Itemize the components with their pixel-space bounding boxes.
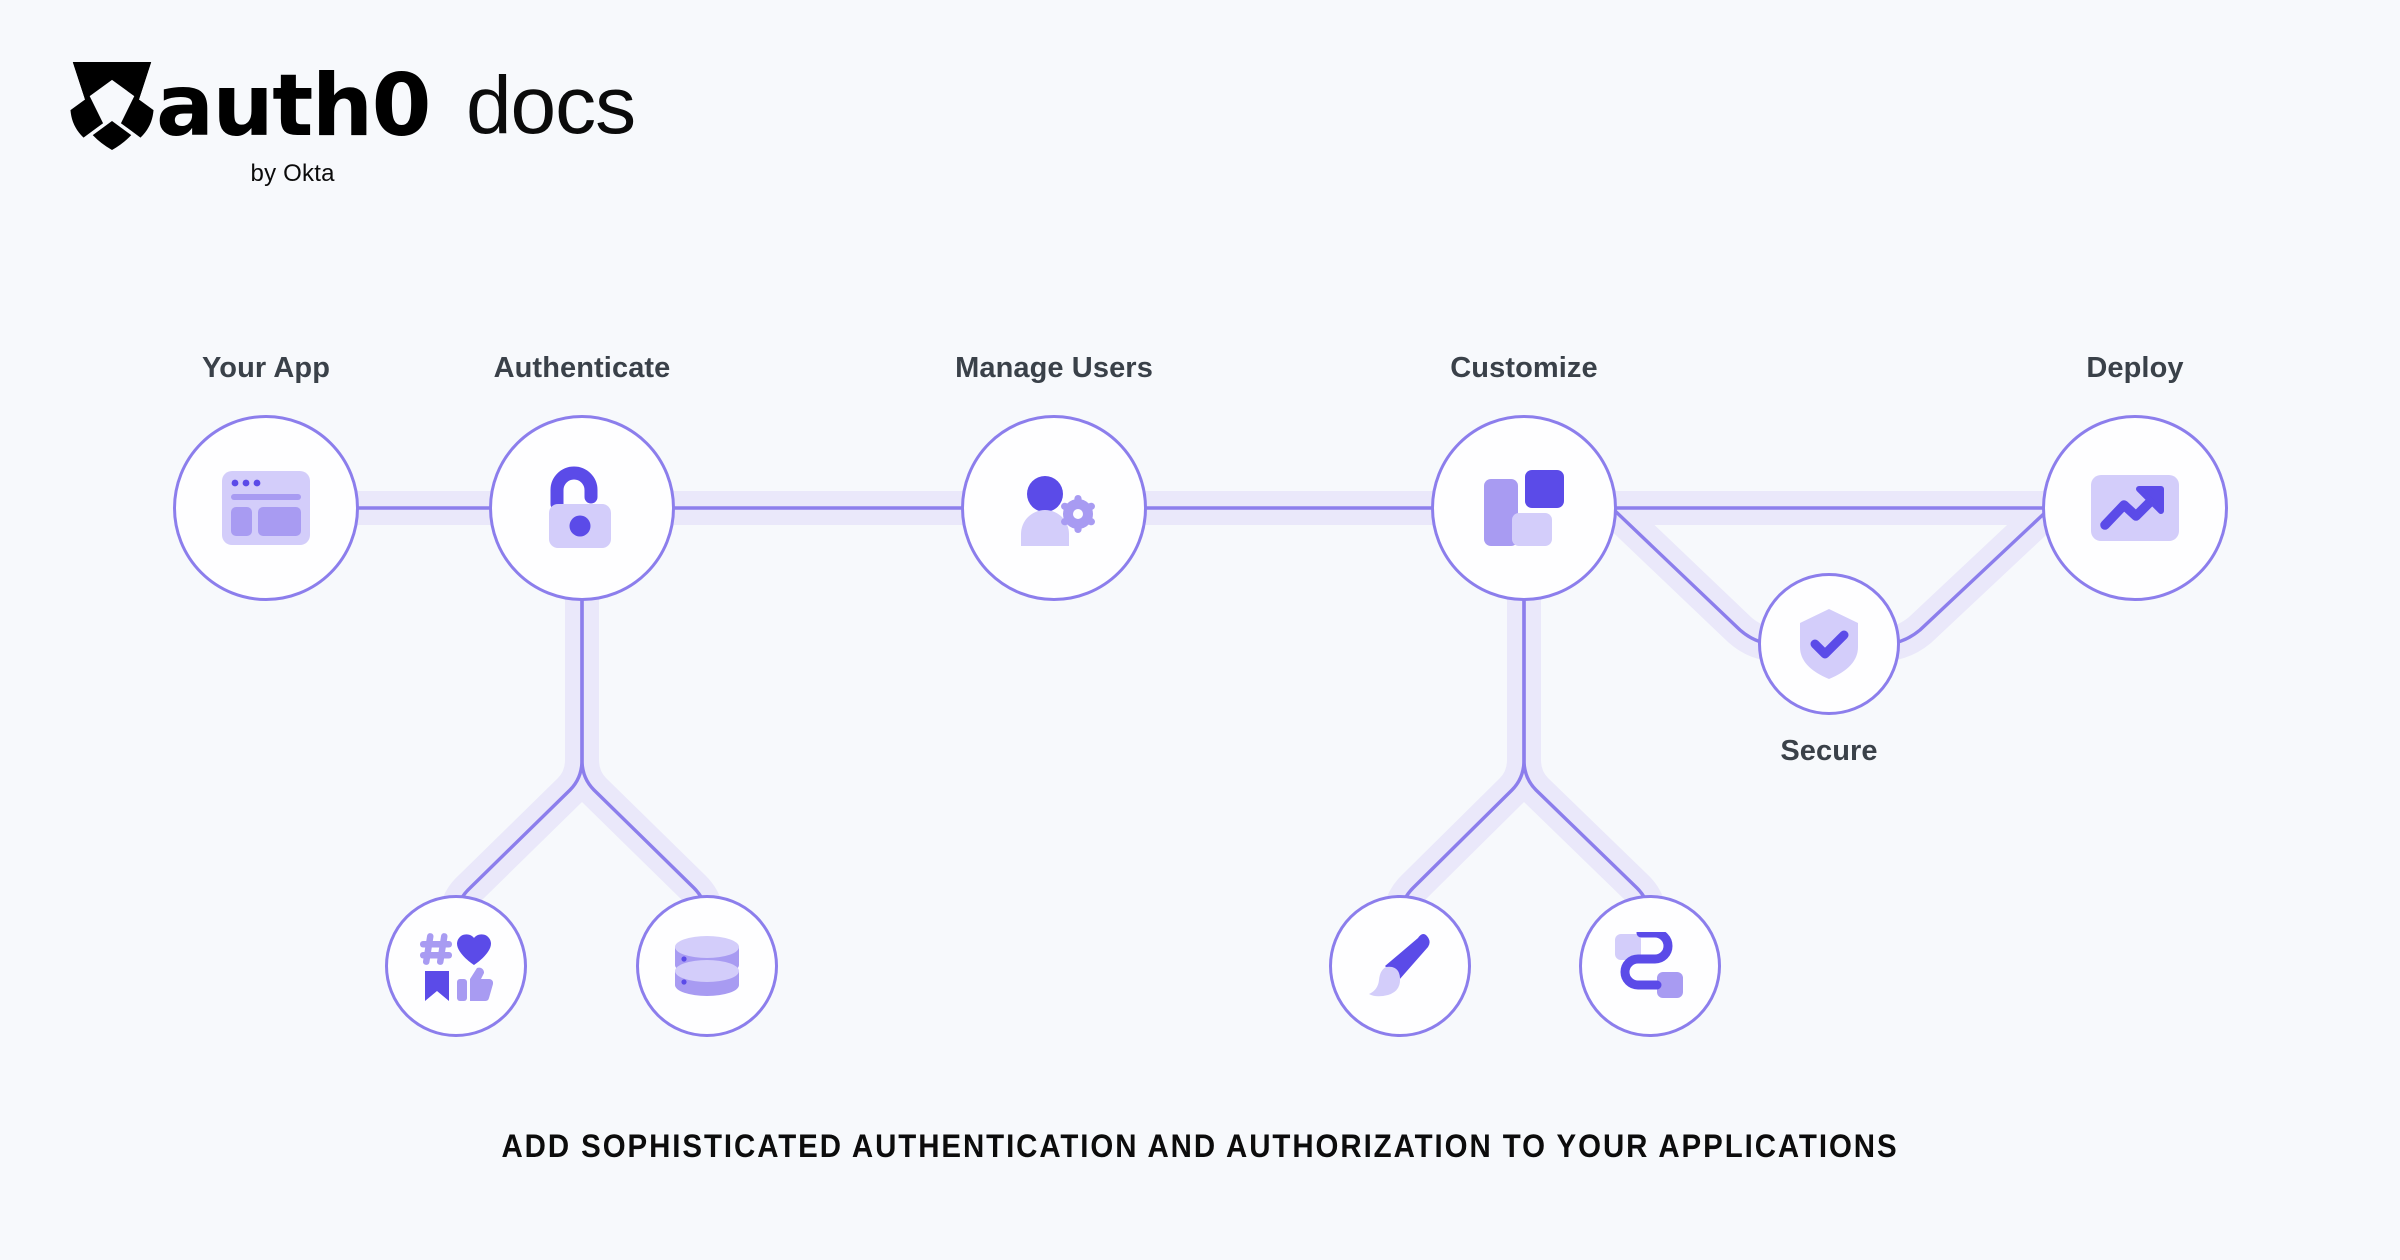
tagline-text: ADD SOPHISTICATED AUTHENTICATION AND AUT… (501, 1128, 1899, 1164)
flow-node-customize[interactable] (1431, 415, 1617, 601)
flow-path-icon (1615, 932, 1683, 998)
node-label-manage-users: Manage Users (955, 352, 1153, 384)
node-label-your-app: Your App (201, 352, 331, 384)
unlocked-padlock-icon (549, 466, 611, 548)
flow-node-your-app[interactable] (173, 415, 359, 601)
hashtag-icon (420, 933, 452, 965)
bookmark-icon (425, 971, 449, 1001)
brand-lockup[interactable]: auth0 docs by Okta (70, 56, 636, 188)
brand-byline: by Okta (250, 160, 335, 187)
database-icon (675, 936, 739, 996)
social-reactions-icon (420, 933, 493, 1001)
flow-node-social[interactable] (385, 895, 527, 1037)
flow-node-flows[interactable] (1579, 895, 1721, 1037)
brand-header: auth0 docs by Okta (70, 56, 636, 188)
thumbs-up-icon (457, 967, 493, 1001)
trending-up-icon (2091, 475, 2179, 541)
flow-node-manage-users[interactable] (961, 415, 1147, 601)
layout-blocks-icon (1484, 470, 1564, 546)
node-label-deploy: Deploy (2086, 352, 2184, 384)
user-gear-icon (1021, 476, 1095, 546)
shield-check-icon (1800, 609, 1858, 679)
flow-node-deploy[interactable] (2042, 415, 2228, 601)
docs-wordmark: docs (465, 60, 636, 151)
node-label-secure: Secure (1780, 735, 1878, 767)
auth0-shield-star-logo-icon (70, 62, 154, 150)
browser-window-icon (222, 471, 310, 545)
flow-node-branding[interactable] (1329, 895, 1471, 1037)
heart-icon (457, 934, 491, 965)
node-label-customize: Customize (1450, 352, 1598, 384)
paintbrush-icon (1369, 934, 1430, 997)
auth0-wordmark: auth0 (156, 56, 431, 156)
flow-node-database[interactable] (636, 895, 778, 1037)
flow-node-secure[interactable] (1758, 573, 1900, 715)
flow-node-authenticate[interactable] (489, 415, 675, 601)
node-label-authenticate: Authenticate (493, 352, 671, 384)
tagline: ADD SOPHISTICATED AUTHENTICATION AND AUT… (441, 1128, 1960, 1165)
brand-row: auth0 docs (70, 56, 636, 156)
